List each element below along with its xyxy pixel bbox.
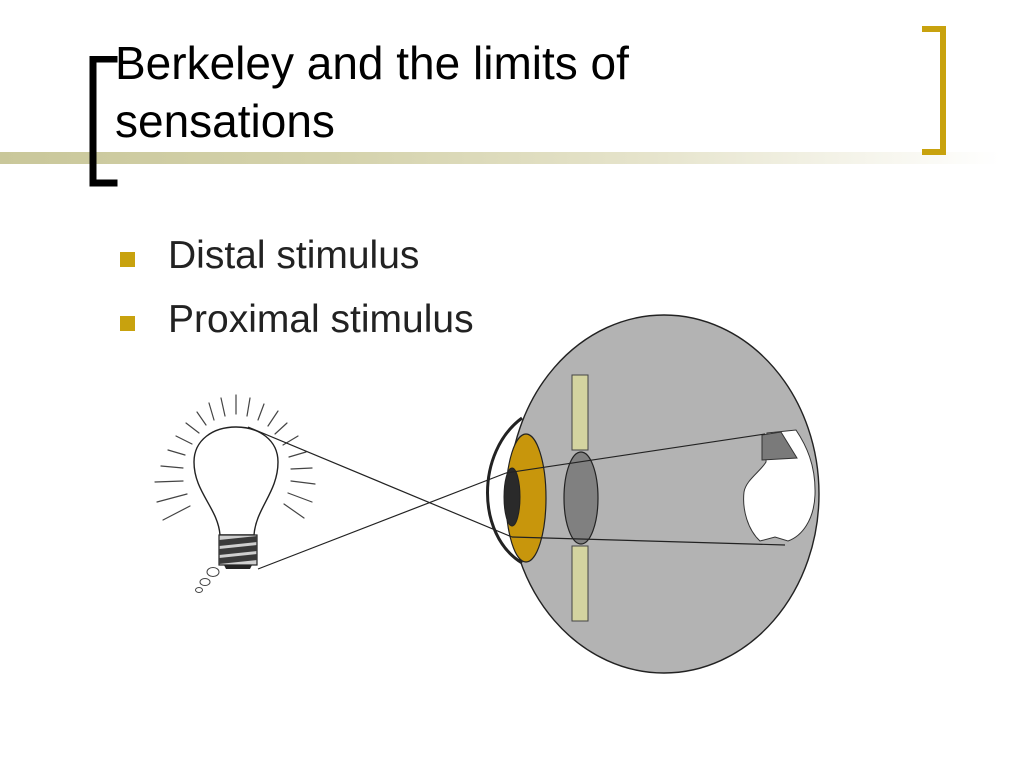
- light-rays: [247, 426, 786, 570]
- right-bracket-icon: [922, 26, 946, 155]
- bullet-item-proximal: Proximal stimulus: [118, 294, 474, 358]
- left-bracket-icon: [89, 56, 118, 187]
- ciliary-lower: [571, 545, 589, 622]
- eye-icon: [486, 314, 820, 674]
- retinal-image-base: [761, 431, 798, 461]
- cornea: [486, 416, 523, 565]
- bullet-item-distal: Distal stimulus: [118, 230, 474, 294]
- bullet-list: Distal stimulus Proximal stimulus: [118, 230, 474, 358]
- bullet-label-proximal: Proximal stimulus: [168, 298, 474, 341]
- bulb-glass: [193, 426, 279, 536]
- pupil: [503, 467, 521, 527]
- slide-title: Berkeley and the limits of sensations: [115, 34, 875, 150]
- square-bullet-icon: [120, 316, 135, 331]
- slide-title-line-1: Berkeley and the limits of: [115, 37, 629, 89]
- light-bulb-icon: [154, 394, 316, 593]
- bullet-label-distal: Distal stimulus: [168, 234, 420, 277]
- title-underline: [0, 152, 1000, 164]
- bulb-base: [218, 534, 258, 569]
- square-bullet-icon: [120, 252, 135, 267]
- slide-title-line-2: sensations: [115, 95, 335, 147]
- ciliary-upper: [571, 374, 589, 451]
- bulb-thought-bubbles: [195, 567, 220, 593]
- lens: [563, 451, 599, 545]
- bulb-rays: [154, 394, 316, 521]
